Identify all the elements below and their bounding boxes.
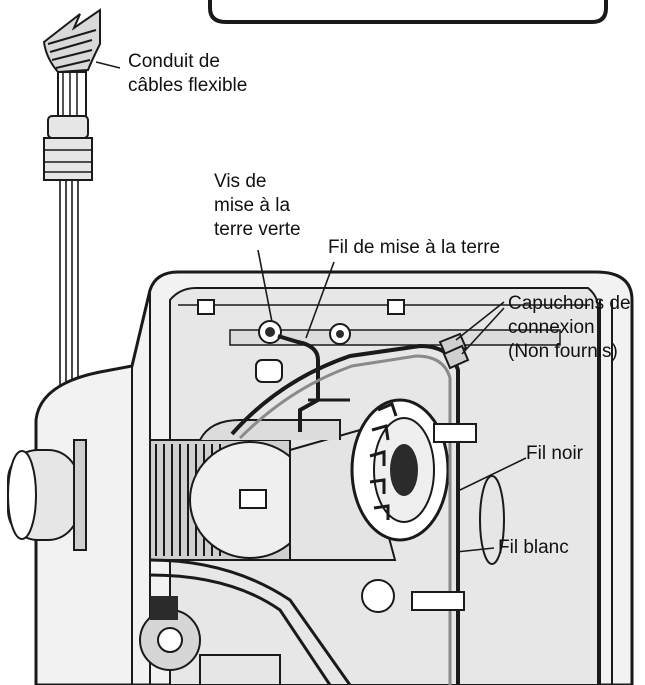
- leader-conduit: [95, 61, 121, 69]
- top-banner-edge: [208, 0, 608, 24]
- flexible-conduit: [42, 8, 101, 392]
- leader-white: [455, 547, 495, 553]
- label-wire-caps: Capuchons de connexion (Non fournis): [508, 293, 631, 362]
- label-ground-wire: Fil de mise à la terre: [328, 237, 501, 258]
- label-flexible-conduit: Conduit de câbles flexible: [128, 51, 248, 96]
- leader-ground-wire: [305, 261, 335, 339]
- power-wires: [230, 332, 505, 685]
- lower-wiring: [139, 558, 395, 685]
- side-cylinder: [7, 439, 87, 551]
- leader-black: [459, 457, 527, 491]
- label-black-wire: Fil noir: [526, 443, 584, 464]
- leader-caps-1: [455, 301, 505, 341]
- leader-lines: [95, 61, 527, 553]
- label-white-wire: Fil blanc: [498, 537, 569, 558]
- ground-wire: [277, 334, 350, 432]
- leader-ground-screw: [257, 249, 273, 323]
- sprocket-chain: [350, 398, 450, 542]
- leader-caps-2: [461, 307, 505, 355]
- label-green-ground-screw: Vis de mise à la terre verte: [214, 171, 301, 240]
